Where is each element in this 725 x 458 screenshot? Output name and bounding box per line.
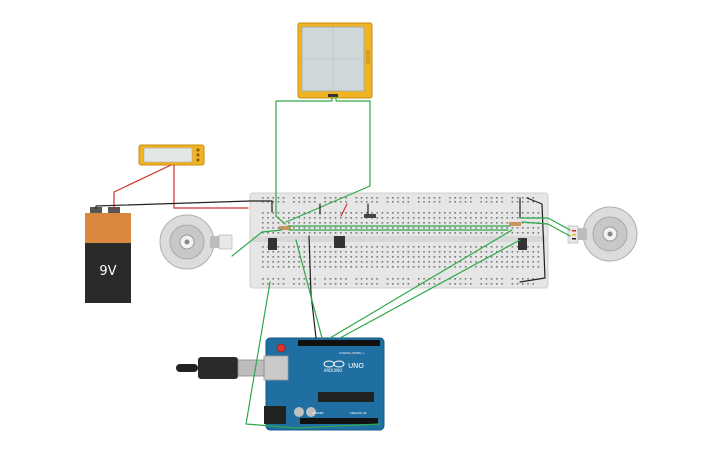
- battery-9v-icon[interactable]: 9V: [85, 207, 131, 303]
- resistor-right[interactable]: [509, 222, 521, 226]
- arduino-brand: ARDUINO: [324, 368, 343, 373]
- wires: [95, 96, 571, 429]
- breadboard[interactable]: [249, 192, 549, 289]
- chip-center[interactable]: [334, 236, 345, 248]
- servo-motor-left[interactable]: [159, 214, 233, 270]
- lcd-display[interactable]: [297, 22, 373, 99]
- transistor-right[interactable]: [518, 238, 527, 250]
- diode-top[interactable]: [364, 214, 376, 218]
- arduino-analog-label: ANALOG IN: [350, 411, 367, 415]
- potentiometer-icon[interactable]: [138, 144, 205, 166]
- arduino-model: UNO: [348, 362, 364, 370]
- usb-cable-icon: [176, 357, 265, 379]
- arduino-uno-icon[interactable]: ARDUINO UNO DIGITAL (PWM~) POWER ANALOG …: [263, 337, 385, 431]
- arduino-power-label: POWER: [312, 411, 323, 415]
- arduino-digital-label: DIGITAL (PWM~): [340, 351, 365, 355]
- battery-label: 9V: [99, 264, 116, 279]
- servo-motor-right[interactable]: [567, 206, 638, 262]
- resistor-left[interactable]: [279, 226, 291, 230]
- transistor-left[interactable]: [268, 238, 277, 250]
- breadboard-holes: [262, 197, 540, 285]
